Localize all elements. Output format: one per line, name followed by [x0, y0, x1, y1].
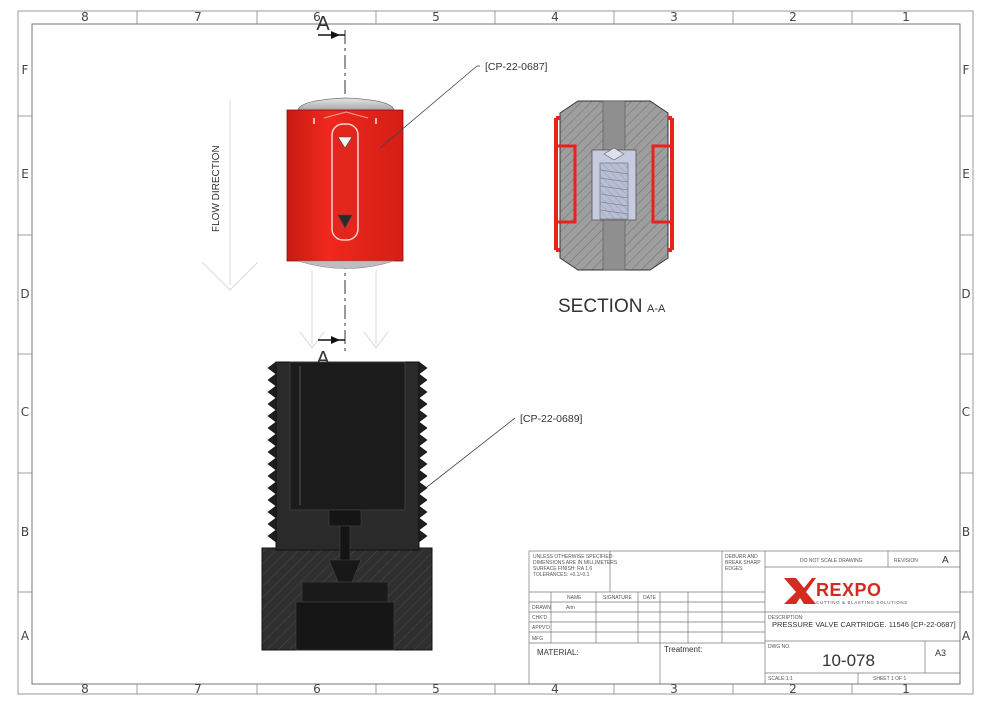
drawn-name: Arin	[566, 605, 575, 611]
row-approved: APPV'D	[532, 625, 550, 631]
row-checked: CHK'D	[532, 615, 548, 621]
callout-leader-top	[379, 65, 478, 149]
zone-col-bottom-7: 7	[194, 682, 202, 696]
zone-row-right-f: F	[963, 63, 970, 77]
zone-row-right-e: E	[962, 167, 970, 181]
flow-direction-label: FLOW DIRECTION	[211, 145, 222, 232]
col-signature: SIGNATURE	[603, 595, 632, 601]
rexpo-logo: REXPO CUTTING & BLASTING SOLUTIONS	[784, 578, 908, 605]
notes-line-3: SURFACE FINISH: RA 1.6	[533, 566, 592, 572]
treatment-label: Treatment:	[664, 645, 702, 654]
material-label: MATERIAL:	[537, 648, 579, 657]
logo-tagline: CUTTING & BLASTING SOLUTIONS	[816, 600, 908, 605]
scale-label: SCALE:1:1	[768, 676, 793, 682]
zone-row-left-f: F	[22, 63, 29, 77]
deburr-line-1: DEBURR AND	[725, 554, 758, 560]
zone-col-top-2: 2	[789, 10, 797, 24]
zone-col-bottom-6: 6	[313, 682, 321, 696]
zone-col-top-7: 7	[194, 10, 202, 24]
logo-text: REXPO	[816, 580, 882, 600]
zone-ticks	[18, 11, 973, 694]
zone-col-top-1: 1	[902, 10, 910, 24]
notes-line-1: UNLESS OTHERWISE SPECIFIED:	[533, 554, 614, 560]
notes-line-4: TOLERANCES: +0.1/-0.1	[533, 572, 590, 578]
zone-row-left-a: A	[21, 629, 30, 643]
zone-col-top-4: 4	[551, 10, 559, 24]
callout-part-top: [CP-22-0687]	[485, 61, 548, 73]
zone-col-bottom-4: 4	[551, 682, 559, 696]
revision-label: REVISION	[894, 558, 918, 564]
zone-row-right-c: C	[962, 405, 970, 419]
zone-col-bottom-1: 1	[902, 682, 910, 696]
sheet-label: SHEET 1 OF 1	[873, 676, 906, 682]
zone-row-left-b: B	[21, 525, 29, 539]
zone-col-bottom-3: 3	[670, 682, 678, 696]
zone-row-right-b: B	[962, 525, 970, 539]
deburr-line-3: EDGES	[725, 566, 743, 572]
row-mfg: MFG	[532, 636, 543, 642]
dwg-no-label: DWG NO.	[768, 644, 791, 650]
dwg-no-value: 10-078	[822, 651, 875, 670]
zone-row-right-a: A	[962, 629, 971, 643]
zone-row-left-c: C	[21, 405, 29, 419]
zone-col-bottom-2: 2	[789, 682, 797, 696]
col-name: NAME	[567, 595, 582, 601]
section-arrow-top	[318, 31, 345, 39]
callout-part-bottom: [CP-22-0689]	[520, 413, 583, 425]
row-drawn: DRAWN	[532, 605, 551, 611]
col-date: DATE	[643, 595, 657, 601]
deburr-line-2: BREAK SHARP	[725, 560, 761, 566]
section-title: SECTION	[558, 296, 642, 317]
outer-border	[17, 10, 974, 695]
description-label: DESCRIPTION:	[768, 615, 804, 621]
section-view-a-a	[554, 100, 674, 271]
red-cartridge	[286, 97, 404, 269]
section-marker-top: A	[316, 13, 330, 35]
revision-value: A	[942, 555, 949, 566]
dark-housing	[261, 361, 433, 651]
flow-arrow	[201, 100, 389, 349]
do-not-scale-label: DO NOT SCALE DRAWING	[800, 558, 863, 564]
notes-line-2: DIMENSIONS ARE IN MILLIMETERS	[533, 560, 618, 566]
description-value: PRESSURE VALVE CARTRIDGE. 11546 [CP-22-0…	[772, 620, 956, 629]
section-title-suffix: A-A	[647, 303, 666, 315]
zone-col-top-3: 3	[670, 10, 678, 24]
zone-col-top-8: 8	[81, 10, 89, 24]
section-arrow-bottom	[318, 336, 345, 344]
zone-col-bottom-8: 8	[81, 682, 89, 696]
size-value: A3	[935, 648, 946, 658]
title-block	[528, 550, 961, 685]
zone-row-right-d: D	[961, 287, 970, 301]
zone-col-top-6: 6	[313, 10, 321, 24]
zone-row-left-e: E	[21, 167, 29, 181]
zone-col-top-5: 5	[432, 10, 440, 24]
zone-col-bottom-5: 5	[432, 682, 440, 696]
zone-row-left-d: D	[20, 287, 29, 301]
